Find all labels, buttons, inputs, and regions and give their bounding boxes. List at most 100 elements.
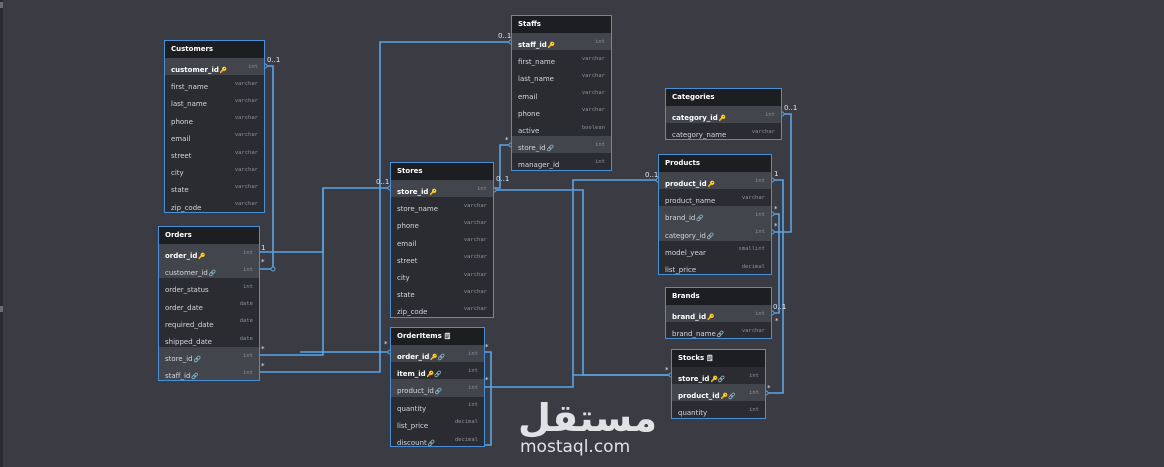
field-row-order-id[interactable]: order_id🔑🔗int — [391, 345, 484, 363]
table-title[interactable]: Stores — [391, 163, 493, 180]
relationship-line[interactable] — [260, 188, 324, 356]
field-name-group: category_name — [672, 122, 726, 139]
field-row-item-id[interactable]: item_id🔑🔗int — [391, 362, 484, 379]
watermark-logo: مستقل — [518, 396, 657, 440]
field-name: customer_id — [171, 66, 219, 75]
table-title[interactable]: Customers — [165, 41, 264, 58]
field-row-store-id[interactable]: store_id🔗int — [512, 136, 611, 154]
field-row-product-id[interactable]: product_id🔑int — [659, 172, 771, 190]
note-icon[interactable]: 🗒 — [706, 355, 714, 362]
field-row-staff-id[interactable]: staff_id🔗int — [159, 364, 259, 380]
field-row-brand-name[interactable]: brand_name🔗varchar — [666, 322, 771, 338]
cardinality-label: 0..1 — [267, 56, 281, 64]
field-type: int — [248, 63, 258, 70]
relationship-line[interactable] — [485, 351, 492, 446]
table-title[interactable]: Products — [659, 155, 771, 172]
note-icon[interactable]: 🗒 — [443, 333, 452, 340]
field-row-product-id[interactable]: product_id🔑🔗int — [672, 384, 765, 402]
table-title[interactable]: Brands — [666, 288, 771, 305]
field-type: int — [468, 384, 478, 391]
field-name-group: store_id🔗 — [165, 346, 201, 365]
field-row-brand-id[interactable]: brand_id🔗int — [659, 206, 771, 224]
field-name-group: zip_code — [397, 299, 427, 317]
field-row-order-id[interactable]: order_id🔑int — [159, 244, 259, 262]
relationship-line[interactable] — [260, 187, 390, 253]
table-title[interactable]: Categories — [666, 89, 781, 106]
field-name: item_id — [397, 370, 426, 379]
field-type: int — [755, 229, 765, 236]
field-row-category-id[interactable]: category_id🔗int — [659, 223, 771, 241]
field-row-brand-id[interactable]: brand_id🔑int — [666, 305, 771, 323]
field-type: varchar — [234, 97, 258, 104]
field-row-category-id[interactable]: category_id🔑int — [666, 106, 781, 124]
field-type: varchar — [463, 254, 487, 261]
table-title[interactable]: Staffs — [512, 16, 611, 33]
connector-endpoint[interactable] — [270, 266, 276, 272]
field-name: store_id — [397, 188, 429, 197]
table-title[interactable]: Orders — [159, 227, 259, 244]
field-row-customer-id[interactable]: customer_id🔑int — [165, 58, 264, 76]
table-title[interactable]: OrderItems🗒 — [391, 328, 484, 345]
field-name-group: state — [171, 177, 189, 196]
field-row-product-id[interactable]: product_id🔗int — [391, 379, 484, 397]
cardinality-label: * — [261, 258, 265, 266]
field-row-store-id[interactable]: store_id🔑🔗int — [672, 367, 765, 384]
table-title[interactable]: Stocks🗒 — [672, 350, 765, 367]
field-type: int — [755, 211, 765, 218]
field-row-customer-id[interactable]: customer_id🔗int — [159, 261, 259, 279]
relationship-line[interactable] — [485, 179, 658, 388]
field-row-discount[interactable]: discount🔗decimal — [391, 431, 484, 446]
field-type: int — [749, 406, 759, 413]
field-name-group: quantity — [397, 396, 426, 415]
field-name-group: item_id🔑🔗 — [397, 361, 442, 380]
field-name-group: email — [518, 84, 537, 103]
cardinality-label: * — [261, 362, 265, 370]
field-name: model_year — [665, 248, 706, 257]
field-row-staff-id[interactable]: staff_id🔑int — [512, 33, 611, 51]
field-row-store-id[interactable]: store_id🔗int — [159, 346, 259, 365]
field-row-store-id[interactable]: store_id🔑int — [391, 180, 493, 198]
